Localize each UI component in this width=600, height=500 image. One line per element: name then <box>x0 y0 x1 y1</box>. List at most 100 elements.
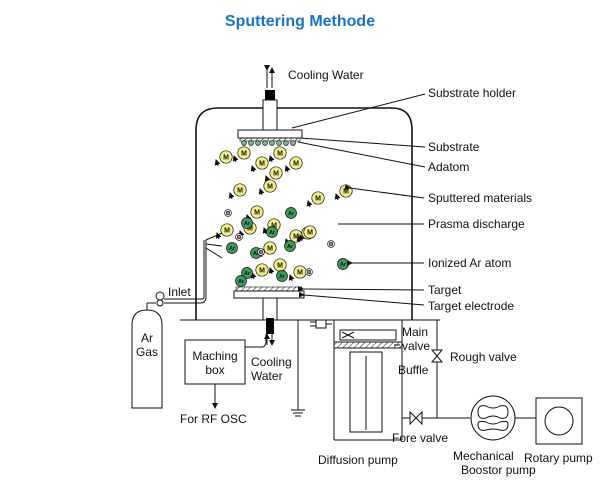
adatom <box>290 140 296 146</box>
adatom <box>269 140 275 146</box>
buffle <box>333 341 403 349</box>
adatom <box>248 140 254 146</box>
target-electrode <box>233 290 305 299</box>
rough-valve[interactable] <box>430 349 444 363</box>
motion-arrow <box>298 234 305 242</box>
substrate-holder <box>237 129 303 139</box>
electrode-shaft <box>262 297 278 321</box>
inlet-pipe <box>164 240 207 304</box>
sputtered-atom <box>219 150 233 164</box>
adatom <box>241 140 247 146</box>
particle-label: M <box>293 161 299 168</box>
particle-label: Ar <box>279 274 286 280</box>
label-gas: Gas <box>136 345 158 359</box>
electron-core <box>328 241 334 247</box>
ionized-ar-atom <box>276 270 288 282</box>
label-main: Main <box>402 325 428 339</box>
label-ar: Ar <box>141 331 153 345</box>
sputtered-atom <box>303 225 317 239</box>
sputtered-atom <box>250 205 264 219</box>
sputtered-atom <box>233 183 247 197</box>
label-valve: valve <box>402 339 430 353</box>
motion-arrow <box>306 200 313 208</box>
particle-label: M <box>267 184 273 191</box>
particle-label: Ar <box>244 221 251 227</box>
particle-label: M <box>237 188 243 195</box>
holder-shaft <box>262 99 278 133</box>
particles-group: MMMMMMMMMMMMMMMMMMMMMArArArArArArArArArA… <box>214 146 353 287</box>
motion-arrow <box>250 165 257 173</box>
particle-label: M <box>307 230 313 237</box>
label-prasma-discharge: Prasma discharge <box>428 217 525 231</box>
particle-label: Ar <box>229 246 236 252</box>
ionized-ar-atom <box>285 207 297 219</box>
particle-label: Ar <box>269 230 276 236</box>
label-sputtered-materials: Sputtered materials <box>428 191 532 205</box>
motion-arrow <box>334 193 341 201</box>
label-buffle: Buffle <box>398 363 429 377</box>
particle-label: Ar <box>244 271 251 277</box>
sputtered-atom <box>220 223 234 237</box>
sputtered-atom <box>263 179 277 193</box>
particle-label: M <box>315 196 321 203</box>
label-rough-valve: Rough valve <box>450 350 517 364</box>
label-boostor-pump: Boostor pump <box>461 463 536 477</box>
adatom <box>283 140 289 146</box>
particle-label: M <box>259 268 265 275</box>
motion-arrow <box>228 192 235 200</box>
ionized-ar-atom <box>226 242 238 254</box>
sputtered-atom <box>289 156 303 170</box>
ionized-ar-atom <box>235 275 247 287</box>
label-adatom: Adatom <box>428 160 469 174</box>
fore-valve[interactable] <box>409 410 423 426</box>
motion-arrow <box>258 188 265 196</box>
particle-label: M <box>271 223 277 230</box>
particle-label: M <box>277 151 283 158</box>
adatom <box>262 140 268 146</box>
particle-label: Ar <box>288 211 295 217</box>
sputtered-atom <box>255 263 269 277</box>
particle-label: Ar <box>253 251 260 257</box>
electron-core <box>225 210 231 216</box>
label-ionized-ar-atom: Ionized Ar atom <box>428 256 511 270</box>
motion-arrow <box>262 227 269 235</box>
target-plate <box>235 286 303 292</box>
label-fore-valve: Fore valve <box>392 431 448 445</box>
ionized-ar-atom <box>266 226 278 238</box>
motion-arrow <box>215 232 222 240</box>
particle-label: M <box>247 226 253 233</box>
particle-label: M <box>224 228 230 235</box>
substrate-plate <box>239 137 301 142</box>
particle-label: M <box>273 171 279 178</box>
label-cooling: Cooling <box>251 355 292 369</box>
particle-label: Ar <box>340 262 347 268</box>
particle-label: M <box>343 189 349 196</box>
particle-label: Ar <box>287 244 294 250</box>
ar-gas-cylinder <box>131 309 163 409</box>
diagram-title: Sputtering Methode <box>225 13 375 30</box>
motion-arrow <box>214 159 221 167</box>
maching-box <box>184 339 246 385</box>
sputtered-atom <box>263 241 277 255</box>
label-substrate-holder: Substrate holder <box>428 86 516 100</box>
particle-label: M <box>277 263 283 270</box>
label-maching: Maching <box>192 349 237 363</box>
particle-label: M <box>297 270 303 277</box>
particle-label: M <box>267 246 273 253</box>
particle-label: M <box>259 161 265 168</box>
inlet-valve[interactable] <box>155 291 165 301</box>
main-valve[interactable] <box>339 329 397 341</box>
label-for-rf-osc: For RF OSC <box>180 412 247 426</box>
sputtered-atom <box>237 146 251 160</box>
mechanical-booster-pump <box>470 395 516 441</box>
electron-core <box>236 234 242 240</box>
label-mechanical: Mechanical <box>453 449 514 463</box>
motion-arrow <box>268 155 275 163</box>
label-water: Water <box>251 369 283 383</box>
sputtered-atom <box>255 156 269 170</box>
label-target: Target <box>428 283 462 297</box>
electrode-cable <box>266 318 274 334</box>
particle-label: M <box>293 234 299 241</box>
particle-label: Ar <box>238 279 245 285</box>
